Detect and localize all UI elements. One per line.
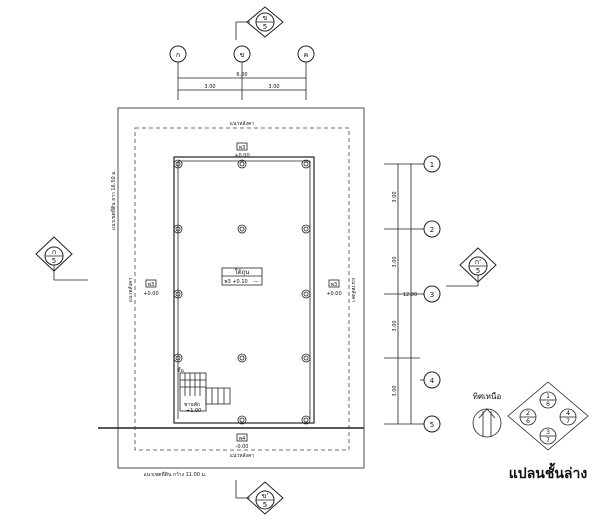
column xyxy=(237,415,247,425)
svg-text:ข': ข' xyxy=(262,492,269,500)
svg-text:พ4: พ4 xyxy=(239,436,245,442)
columns xyxy=(173,159,311,425)
level-tag-right: พ3 +0.00 xyxy=(326,279,342,297)
svg-text:+0.00: +0.00 xyxy=(143,291,158,297)
building-outline xyxy=(173,156,315,424)
svg-text:3.00: 3.00 xyxy=(392,256,398,267)
svg-text:6: 6 xyxy=(526,418,530,425)
svg-text:พ3: พ3 xyxy=(331,282,337,288)
svg-text:ก: ก xyxy=(52,248,56,256)
svg-text:-0.00: -0.00 xyxy=(236,444,249,450)
svg-text:+0.00: +0.00 xyxy=(234,153,249,159)
column xyxy=(237,353,247,363)
column xyxy=(237,224,247,234)
level-tag-bottom: พ4 -0.00 xyxy=(236,433,249,450)
svg-text:พ3: พ3 xyxy=(148,282,154,288)
north-label: ทิศเหนือ xyxy=(473,392,502,401)
dim-top-right: 3.00 xyxy=(268,84,279,90)
svg-text:6: 6 xyxy=(546,401,550,408)
column xyxy=(173,289,183,299)
grid-label-5: 5 xyxy=(430,421,434,429)
level-tag-top: พ3 +0.00 xyxy=(234,142,250,159)
svg-text:3: 3 xyxy=(546,429,550,436)
svg-text:3.00: 3.00 xyxy=(392,385,398,396)
column xyxy=(301,159,311,169)
svg-text:7: 7 xyxy=(546,437,550,444)
side-grid-bubbles: 1 2 3 4 5 xyxy=(423,155,441,433)
column xyxy=(173,353,183,363)
svg-text:5: 5 xyxy=(476,267,480,275)
column xyxy=(173,224,183,234)
room-tag-center: ใต้ถุน พ3 +0.10 — xyxy=(221,267,263,286)
top-dimensions: 6.00 3.00 3.00 xyxy=(177,62,307,100)
roof-label-right: แนวหลังคา xyxy=(350,278,356,303)
top-grid-bubbles: ก ข ค xyxy=(169,45,315,63)
drawing-title: แปลนชั้นล่าง xyxy=(509,462,588,482)
key-marker: 1 6 2 6 4 7 3 7 xyxy=(507,381,589,451)
dim-top-total: 6.00 xyxy=(236,72,247,78)
stair-landing-label: ชานพัก xyxy=(184,402,200,408)
svg-text:3.00: 3.00 xyxy=(392,320,398,331)
room-name: ใต้ถุน xyxy=(235,268,250,276)
column xyxy=(301,224,311,234)
grid-label-3: 3 xyxy=(430,291,434,299)
grid-label-kho: ค xyxy=(304,51,309,59)
grid-label-1: 1 xyxy=(430,161,434,169)
svg-text:ก': ก' xyxy=(475,258,481,266)
dim-top-left: 3.00 xyxy=(204,84,215,90)
stair: ขึ้น ชานพัก +1.00 xyxy=(177,365,231,414)
svg-text:+0.00: +0.00 xyxy=(326,291,341,297)
svg-text:4: 4 xyxy=(566,410,570,417)
side-dimensions: 3.00 3.00 3.00 3.00 12.00 xyxy=(384,163,425,425)
dim-side-total: 12.00 xyxy=(403,292,417,298)
svg-text:—: — xyxy=(254,279,259,285)
roof-line xyxy=(134,127,350,451)
grid-label-k: ก xyxy=(176,51,180,59)
section-top-sheet: 5 xyxy=(263,23,267,31)
svg-text:2: 2 xyxy=(526,410,530,417)
grid-label-4: 4 xyxy=(430,377,435,385)
svg-text:5: 5 xyxy=(263,501,267,509)
column xyxy=(237,159,247,169)
svg-text:1: 1 xyxy=(546,393,550,400)
land-boundary-bottom-label: แนวเขตที่ดิน กว้าง 11.00 ม. xyxy=(144,471,207,478)
column xyxy=(301,353,311,363)
stair-up-label: ขึ้น xyxy=(177,365,184,374)
column xyxy=(301,289,311,299)
section-marker-bottom: ข' 5 xyxy=(235,480,284,515)
section-marker-right: ก' 5 xyxy=(446,247,497,287)
column xyxy=(173,159,183,169)
column xyxy=(301,415,311,425)
section-top-letter: ข xyxy=(263,14,268,22)
north-arrow: ทิศเหนือ xyxy=(472,392,502,438)
grid-label-2: 2 xyxy=(430,226,434,234)
grid-label-kh: ข xyxy=(240,51,245,59)
roof-label-top: แนวหลังคา xyxy=(230,121,255,127)
section-marker-left: ก 5 xyxy=(35,236,88,281)
land-boundary xyxy=(117,107,365,469)
stair-landing-level: +1.00 xyxy=(186,408,201,414)
svg-text:3.00: 3.00 xyxy=(392,191,398,202)
section-marker-top: ข 5 xyxy=(235,6,284,40)
svg-text:พ3: พ3 xyxy=(239,145,245,151)
land-boundary-left-label: แนวเขตที่ดิน ยาว 16.50 ม. xyxy=(110,169,117,230)
svg-text:7: 7 xyxy=(566,418,570,425)
svg-text:พ3 +0.10: พ3 +0.10 xyxy=(224,279,247,285)
roof-label-left: แนวหลังคา xyxy=(128,278,134,303)
level-tag-left: พ3 +0.00 xyxy=(143,279,159,297)
roof-label-bottom: แนวหลังคา xyxy=(230,453,255,459)
svg-text:5: 5 xyxy=(52,257,56,265)
